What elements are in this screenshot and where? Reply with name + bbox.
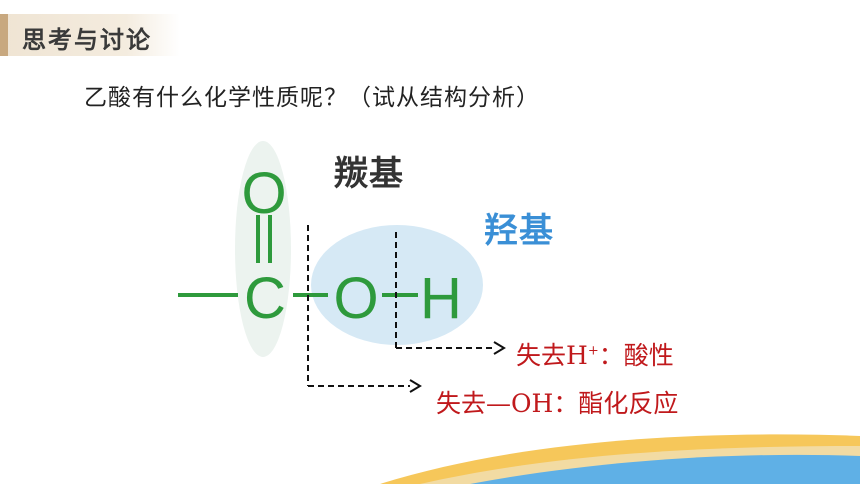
result-separator: ： (598, 341, 624, 370)
label-hydroxyl: 羟基 (484, 211, 554, 251)
result-acidity: 失去H+：酸性 (516, 336, 674, 372)
result-esterification: 失去—OH：酯化反应 (436, 384, 678, 420)
wave-blue (470, 454, 860, 484)
result-group: —OH (486, 389, 554, 418)
result-text: 酯化反应 (578, 389, 679, 418)
arrow-head-co (409, 379, 422, 393)
atom-c: C (244, 266, 286, 331)
header-title: 思考与讨论 (22, 25, 152, 54)
arrow-head-oh (493, 341, 506, 355)
result-prefix: 失去 (516, 341, 567, 370)
result-charge: + (587, 343, 599, 359)
carbonyl-highlight (235, 141, 291, 357)
result-group: H (566, 341, 588, 370)
result-separator: ： (553, 389, 579, 418)
question-text: 乙酸有什么化学性质呢？（试从结构分析） (84, 85, 540, 111)
header-accent-bar (0, 14, 8, 56)
result-prefix: 失去 (436, 389, 487, 418)
label-carbonyl: 羰基 (334, 154, 404, 194)
atom-o: O (333, 266, 378, 331)
header-band (0, 14, 180, 56)
atom-h: H (420, 266, 462, 331)
result-text: 酸性 (623, 341, 674, 370)
atom-o-top: O (241, 161, 286, 226)
